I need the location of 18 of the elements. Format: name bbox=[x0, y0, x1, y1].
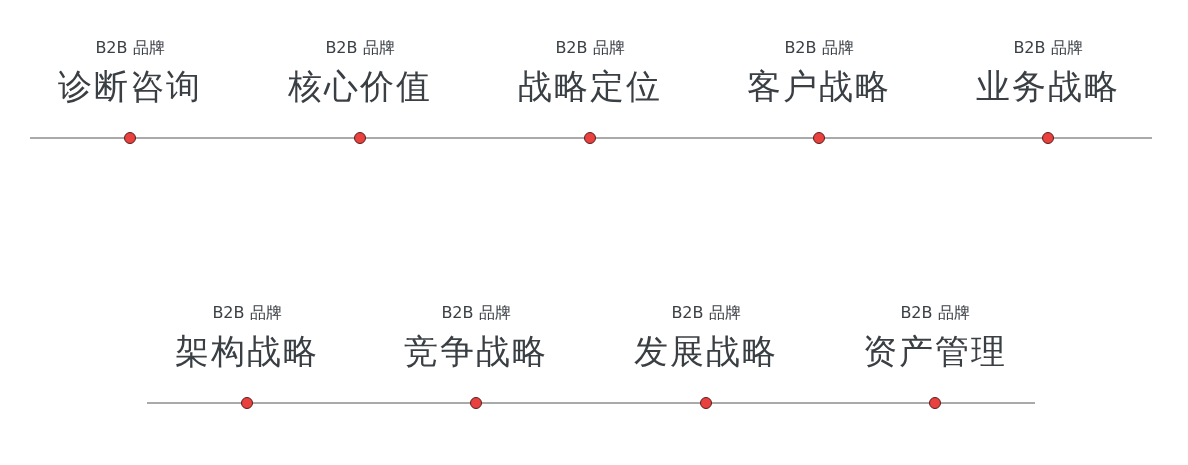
title-text: 资产管理 bbox=[863, 331, 1007, 371]
subtitle-text: B2B 品牌 bbox=[212, 303, 282, 323]
title-text: 架构战略 bbox=[175, 331, 319, 371]
subtitle-text: B2B 品牌 bbox=[784, 38, 854, 58]
title-text: 客户战略 bbox=[747, 66, 891, 106]
title-text: 核心价值 bbox=[288, 66, 432, 106]
title-text: 发展战略 bbox=[634, 331, 778, 371]
title-text: 业务战略 bbox=[976, 66, 1120, 106]
title-text: 竞争战略 bbox=[404, 331, 548, 371]
subtitle-text: B2B 品牌 bbox=[325, 38, 395, 58]
subtitle-text: B2B 品牌 bbox=[95, 38, 165, 58]
subtitle-text: B2B 品牌 bbox=[1013, 38, 1083, 58]
subtitle-text: B2B 品牌 bbox=[900, 303, 970, 323]
title-text: 诊断咨询 bbox=[58, 66, 202, 106]
subtitle-text: B2B 品牌 bbox=[441, 303, 511, 323]
title-text: 战略定位 bbox=[518, 66, 662, 106]
subtitle-text: B2B 品牌 bbox=[555, 38, 625, 58]
subtitle-text: B2B 品牌 bbox=[671, 303, 741, 323]
